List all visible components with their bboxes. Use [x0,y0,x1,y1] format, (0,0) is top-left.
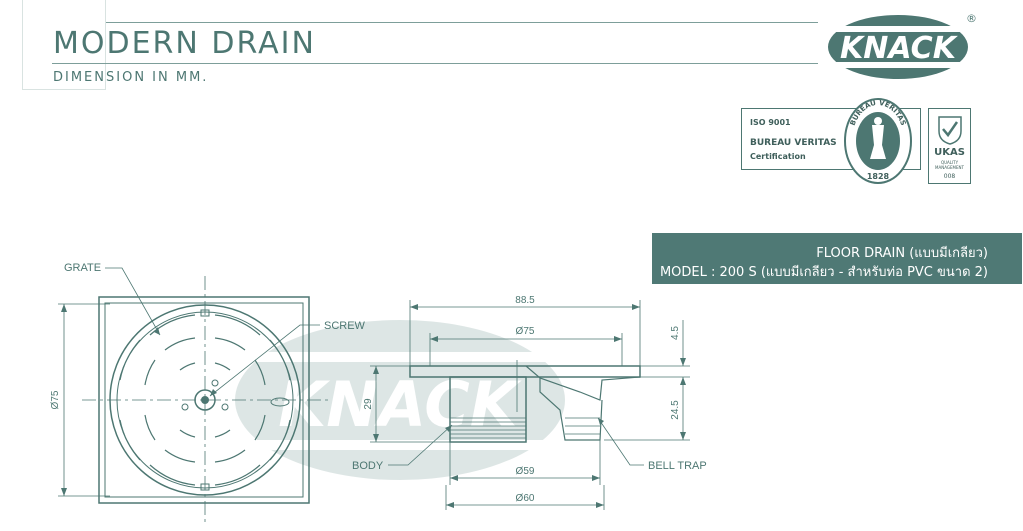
registered-mark: ® [966,12,977,25]
corner-frame [22,0,106,90]
svg-text:Ø59: Ø59 [516,466,535,477]
seal-year: 1828 [867,172,890,181]
side-view [409,360,641,443]
bureau-veritas-box: ISO 9001 BUREAU VERITAS Certification BU… [741,98,921,184]
product-name: FLOOR DRAIN (แบบมีเกลียว) [816,246,988,261]
page-title: MODERN DRAIN [53,26,316,61]
bell-trap-callout: BELL TRAP [597,417,707,472]
bureau-label: BUREAU VERITAS [750,138,837,148]
iso-label: ISO 9001 [750,118,791,127]
svg-text:24.5: 24.5 [670,400,681,420]
svg-text:Ø60: Ø60 [516,493,535,504]
svg-text:KNACK: KNACK [278,368,522,441]
header-rule-top [106,22,818,23]
ukas-sub: QUALITY MANAGEMENT [935,160,964,170]
crown-check-icon [938,116,962,145]
knack-watermark: KNACK [215,320,595,480]
top-diameter-dimension: Ø75 [429,326,623,366]
product-model: MODEL : 200 S (แบบมีเกลียว - สำหรับท่อ P… [659,265,988,280]
svg-text:88.5: 88.5 [515,295,535,306]
svg-text:Ø75: Ø75 [50,390,61,409]
knack-logo: KNACK [826,15,976,79]
ukas-code: 008 [943,173,956,180]
body-callout: BODY [352,424,453,472]
grate-diameter-dimension: Ø75 [50,303,110,497]
certification-block: ISO 9001 BUREAU VERITAS Certification BU… [741,98,971,184]
ukas-box: UKAS QUALITY MANAGEMENT 008 [928,108,971,184]
thread-diameter-dimension: Ø59 [449,440,601,485]
flange-height-dimension: 4.5 [640,320,690,378]
svg-text:BELL TRAP: BELL TRAP [648,460,707,472]
top-view [82,276,330,524]
certification-label: Certification [750,152,806,161]
bureau-veritas-seal: BUREAU VERITAS 1828 [844,98,912,184]
overall-width-dimension: 88.5 [409,295,641,366]
screw-callout: SCREW [209,320,366,397]
svg-text:4.5: 4.5 [670,326,681,340]
header-rule [52,63,818,64]
svg-text:Ø75: Ø75 [516,326,535,337]
trap-height-dimension: 24.5 [604,377,690,441]
grate-callout: GRATE [64,262,161,336]
technical-drawing: KNACK [50,262,707,524]
logo-text: KNACK [840,31,959,66]
svg-text:BODY: BODY [352,460,384,472]
base-diameter-dimension: Ø60 [445,485,605,510]
svg-text:SCREW: SCREW [324,320,366,332]
model-banner: FLOOR DRAIN (แบบมีเกลียว) MODEL : 200 S … [652,233,1022,284]
svg-text:GRATE: GRATE [64,262,101,274]
page-subtitle: DIMENSION IN MM. [53,70,209,85]
svg-text:29: 29 [363,398,374,410]
body-height-dimension: 29 [363,365,450,443]
ukas-name: UKAS [934,147,965,158]
